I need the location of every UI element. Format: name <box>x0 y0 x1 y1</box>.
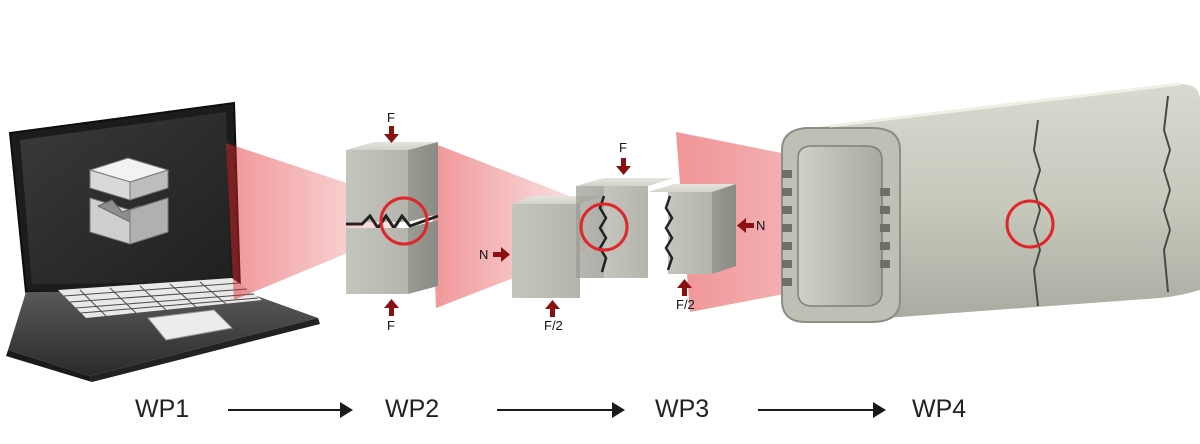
normal-label-left-wp3: N <box>479 247 488 262</box>
normal-label-right-wp3: N <box>756 218 765 233</box>
force-label-top-wp2: F <box>387 110 395 125</box>
detail-circle-wp2 <box>379 196 429 246</box>
normal-arrow-left-wp3 <box>493 247 510 262</box>
laptop-keyboard <box>58 278 262 318</box>
laptop-icon <box>6 101 320 382</box>
stage-label-wp4: WP4 <box>912 395 967 423</box>
force-arrow-top-wp3 <box>616 158 631 175</box>
support-label-right-wp3: F/2 <box>676 297 695 312</box>
stage-label-wp1: WP1 <box>135 395 190 423</box>
laptop-trackpad <box>147 309 234 341</box>
stage-label-wp2: WP2 <box>385 395 440 423</box>
push-off-specimen-icon <box>493 158 754 317</box>
normal-arrow-right-wp3 <box>737 218 754 233</box>
detail-circle-wp4 <box>1005 199 1055 249</box>
detail-circle-wp3 <box>579 202 629 252</box>
stage-label-wp3: WP3 <box>655 395 710 423</box>
force-arrow-bottom-wp2 <box>384 299 399 316</box>
stage-arrow-2 <box>497 402 625 418</box>
force-label-bottom-wp2: F <box>387 318 395 333</box>
force-arrow-top-wp2 <box>384 126 399 143</box>
stage-arrow-1 <box>228 402 353 418</box>
concrete-specimen-icon <box>346 126 439 316</box>
shear-key-model-icon <box>88 157 170 245</box>
support-label-left-wp3: F/2 <box>544 318 563 333</box>
stage-arrow-3 <box>758 402 886 418</box>
tunnel-segment-icon <box>781 82 1200 323</box>
force-label-top-wp3: F <box>619 140 627 155</box>
support-arrow-left-wp3 <box>545 300 560 317</box>
support-arrow-right-wp3 <box>677 279 692 296</box>
